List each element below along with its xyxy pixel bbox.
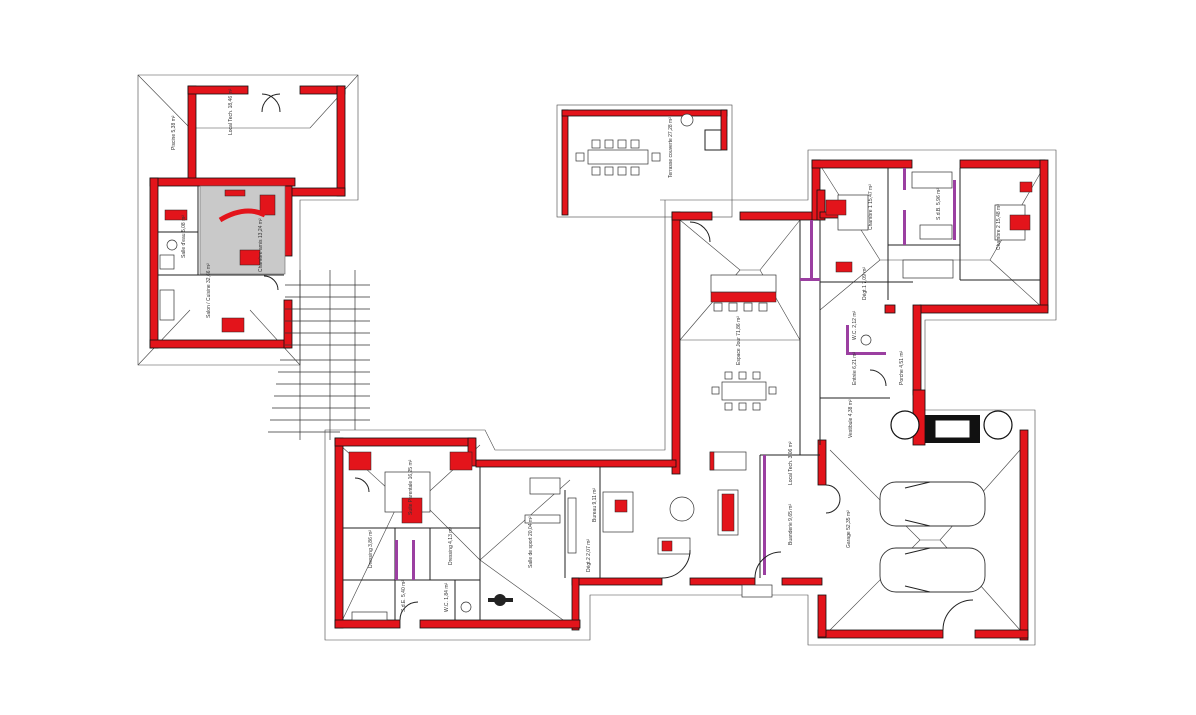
wc-2-label: W.C. 1,84 m²	[444, 582, 450, 612]
buanderie-label: Buanderie 9,65 m²	[788, 504, 794, 545]
chambre-2-label: Chambre 2 15,48 m²	[996, 204, 1002, 250]
salle-eau-1-label: Salle d'eau 5,08 m²	[181, 215, 187, 258]
salon-cuisine-label: Salon / Cuisine 32,66 m²	[206, 263, 212, 318]
pool-house: Local Tech. 18,46 m² Piscine 5,38 m² Sal…	[137, 74, 359, 366]
bureau-label: Bureau 9,11 m²	[592, 488, 598, 522]
furniture	[348, 171, 1033, 621]
local-tech-2-label: Local Tech. 3,06 m²	[788, 441, 794, 485]
doors	[354, 221, 974, 631]
local-tech-label: Local Tech. 18,46 m²	[228, 88, 234, 135]
sde-label: S.d.E. 5,40 m²	[401, 580, 407, 612]
room-labels: Espace Jour 71,86 m² Chambre 1 15,47 m² …	[368, 184, 1002, 612]
garage-label: Garage 52,35 m²	[846, 510, 852, 548]
purple-partitions	[395, 168, 956, 580]
espace-jour-label: Espace Jour 71,86 m²	[736, 316, 742, 365]
degt-2-label: Dégt.2 2,07 m²	[586, 539, 592, 572]
degt-1-label: Dégt.1 7,09 m²	[862, 267, 868, 300]
pergola	[268, 270, 370, 440]
salle-de-sport-label: Salle de sport 20,04 m²	[528, 516, 534, 568]
main-walls	[334, 159, 1049, 641]
sdb-label: S.d.B. 5,96 m²	[936, 188, 942, 220]
dressing-2-label: Dressing 4,13 m²	[448, 527, 454, 565]
dressing-1-label: Dressing 3,86 m²	[368, 530, 374, 568]
chambre-1-label: Chambre 1 15,47 m²	[868, 184, 874, 230]
terrasse-couverte: Terrasse couverte 27,28 m²	[556, 104, 733, 218]
terrasse-label: Terrasse couverte 27,28 m²	[668, 117, 674, 178]
vestibule-label: Vestibule 4,38 m²	[848, 399, 854, 438]
porche-label: Porche 4,51 m²	[899, 350, 905, 385]
chambre-amis-label: Chambre amis 13,24 m²	[258, 218, 264, 272]
entree-label: Entrée 6,21 m²	[852, 352, 858, 385]
partitions	[343, 168, 1040, 620]
piscine-label: Piscine 5,38 m²	[171, 115, 177, 150]
wc-1-label: W.C. 2,12 m²	[852, 310, 858, 340]
suite-parentale-label: Suite Parentale 16,25 m²	[408, 459, 414, 515]
